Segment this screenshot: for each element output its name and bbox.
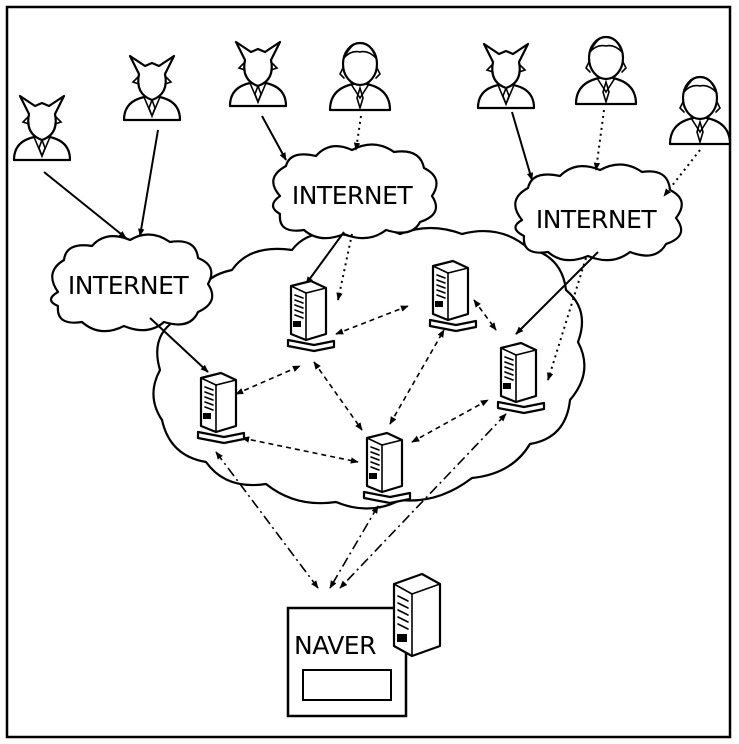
attacker-icon xyxy=(228,40,288,108)
link-server-server xyxy=(473,299,497,331)
link-attacker-internet xyxy=(261,115,287,161)
internet-cloud-right: INTERNET xyxy=(514,163,683,262)
link-server-server xyxy=(235,365,301,395)
user-icon xyxy=(574,35,638,106)
link-user-internet xyxy=(663,149,701,197)
frame xyxy=(5,5,732,739)
link-attacker-internet xyxy=(138,129,159,237)
link-server-server xyxy=(335,305,409,335)
user-icon xyxy=(668,75,732,146)
naver-system: NAVER xyxy=(286,572,442,718)
link-internet-server xyxy=(149,317,209,373)
link-attacker-internet xyxy=(511,111,534,181)
link-server-server xyxy=(389,329,445,425)
cloud-icon xyxy=(271,143,438,240)
link-server-server xyxy=(411,399,489,443)
internet-label: INTERNET xyxy=(68,271,190,300)
link-user-internet xyxy=(353,115,362,151)
internet-label: INTERNET xyxy=(536,205,658,234)
cloud-icon xyxy=(49,233,214,333)
naver-input-box xyxy=(302,669,392,701)
link-attacker-internet xyxy=(43,171,127,239)
internet-cloud-left: INTERNET xyxy=(49,233,214,333)
link-user-internet xyxy=(593,109,605,171)
naver-server-icon xyxy=(392,572,442,658)
naver-label: NAVER xyxy=(294,631,376,660)
link-internet-server xyxy=(305,231,345,285)
attacker-icon xyxy=(122,54,182,122)
link-server-server xyxy=(241,436,359,464)
internet-cloud-middle: INTERNET xyxy=(271,143,438,240)
link-server-server xyxy=(313,361,363,431)
link-server-naver xyxy=(329,505,379,589)
attacker-icon xyxy=(12,94,72,162)
link-server-naver xyxy=(215,451,319,589)
cloud-icon xyxy=(514,163,683,262)
user-icon xyxy=(328,41,392,112)
attacker-icon xyxy=(476,42,536,110)
link-server-naver xyxy=(339,413,507,589)
internet-label: INTERNET xyxy=(292,181,414,210)
